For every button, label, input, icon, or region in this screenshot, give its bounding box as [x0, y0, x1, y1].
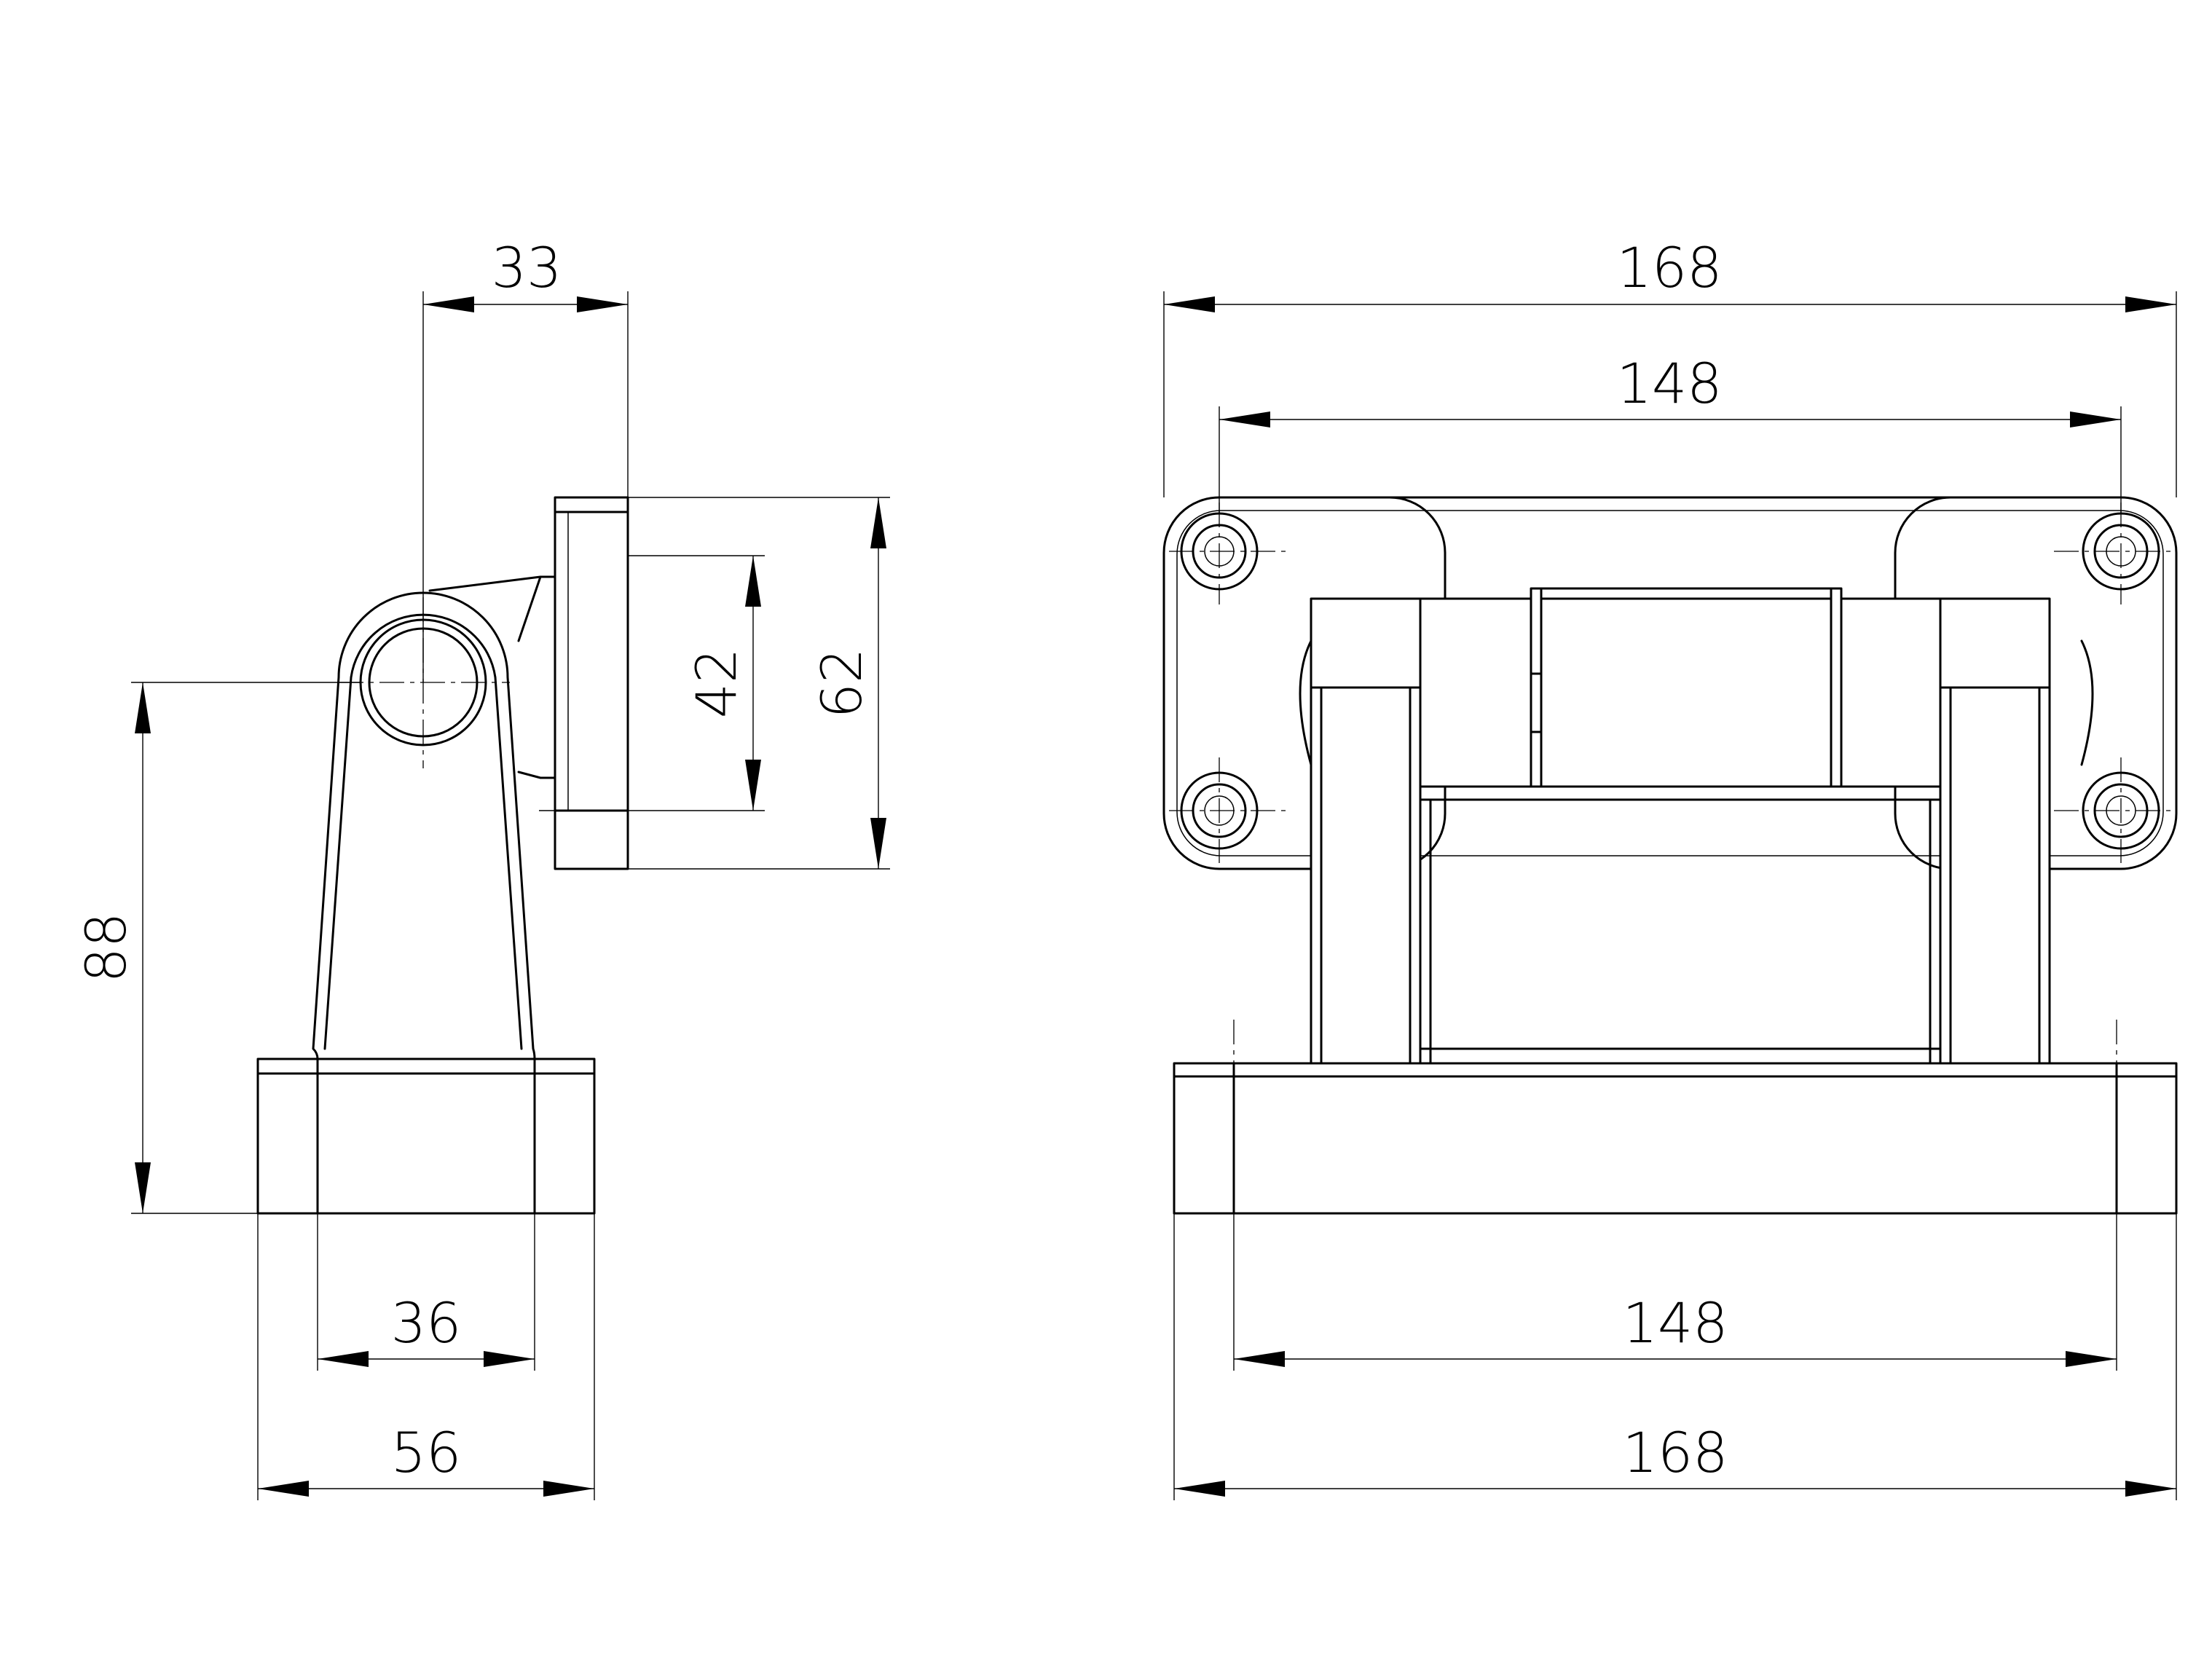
dim-front-top-hole-spacing: 148: [1219, 351, 2122, 513]
dim-front-top-overall-width: 168: [1163, 235, 2177, 497]
dim-side-base-width-label: 56: [391, 1420, 462, 1485]
dim-side-base-inner-width: 36: [317, 1213, 535, 1371]
dim-side-base-inner-width-label: 36: [391, 1291, 462, 1355]
dim-side-total-height: 88: [74, 682, 361, 1214]
dim-side-total-height-label: 88: [74, 913, 138, 983]
side-view: 33 42 62 88: [74, 235, 890, 1500]
dim-front-top-overall-width-label: 168: [1616, 235, 1722, 300]
side-view-base: [256, 1057, 596, 1215]
front-view: 168 148 148 168: [1162, 235, 2178, 1500]
dim-side-inner-height-label: 42: [684, 648, 749, 719]
dim-front-base-hole-spacing: 148: [1233, 1213, 2117, 1371]
dim-side-plate-height-label: 62: [809, 648, 874, 719]
side-view-arm: [312, 575, 556, 1060]
front-view-hinge-barrel: [1299, 587, 2094, 788]
dim-front-base-overall-width-label: 168: [1622, 1420, 1728, 1485]
dim-side-base-width: 56: [257, 1213, 595, 1500]
dim-side-inner-height: 42: [539, 555, 765, 811]
side-view-plate: [554, 496, 629, 870]
dim-front-base-overall-width: 168: [1173, 1213, 2177, 1500]
dim-front-top-hole-spacing-label: 148: [1616, 351, 1722, 416]
front-view-base: [1173, 1020, 2178, 1215]
dim-side-offset-top: 33: [422, 235, 629, 682]
dim-side-plate-height: 62: [628, 497, 890, 870]
dim-side-offset-top-label: 33: [492, 235, 562, 300]
front-view-web: [1419, 785, 1942, 1065]
dim-front-base-hole-spacing-label: 148: [1622, 1291, 1728, 1355]
